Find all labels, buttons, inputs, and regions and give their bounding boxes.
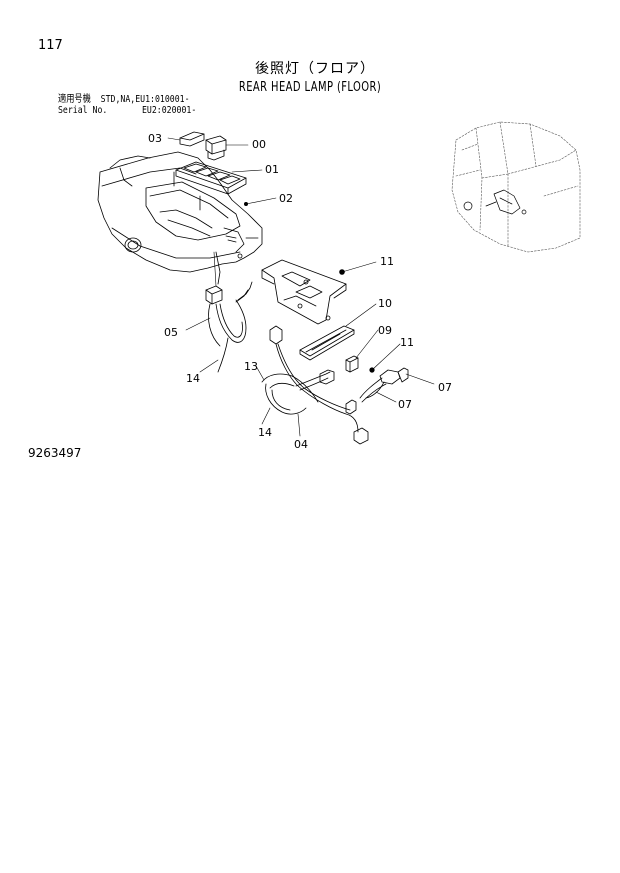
console-body bbox=[97, 151, 263, 273]
main-harness bbox=[261, 325, 409, 445]
callout-05: 05 bbox=[164, 326, 178, 339]
callout-07-right: 07 bbox=[438, 381, 452, 394]
callout-04: 04 bbox=[294, 438, 308, 451]
callout-01: 01 bbox=[265, 163, 279, 176]
applicability-line-1: STD,NA,EU1:010001- bbox=[100, 94, 190, 105]
leader-lines bbox=[167, 137, 435, 437]
page-number: 117 bbox=[38, 38, 63, 53]
switch-panel bbox=[175, 161, 247, 195]
callout-14-lower: 14 bbox=[258, 426, 272, 439]
applicability-label-en: Serial No. bbox=[58, 105, 108, 116]
cap-part bbox=[179, 131, 205, 147]
callout-00: 00 bbox=[252, 138, 266, 151]
serial-row-1: 適用号機 STD,NA,EU1:010001- bbox=[58, 94, 196, 105]
callout-09: 09 bbox=[378, 324, 392, 337]
connector-09 bbox=[345, 355, 359, 373]
applicability-label-ja: 適用号機 bbox=[58, 94, 91, 105]
serial-applicability: 適用号機 STD,NA,EU1:010001- Serial No. EU2:0… bbox=[58, 94, 227, 116]
title-english: REAR HEAD LAMP (FLOOR) bbox=[238, 80, 382, 95]
title-block: 後照灯（フロア） REAR HEAD LAMP (FLOOR) bbox=[0, 58, 620, 95]
callout-03: 03 bbox=[148, 132, 162, 145]
applicability-line-2: EU2:020001- bbox=[141, 105, 197, 116]
callout-11-lower: 11 bbox=[400, 336, 414, 349]
callout-13: 13 bbox=[244, 360, 258, 373]
callout-02: 02 bbox=[279, 192, 293, 205]
diagram-code: 9263497 bbox=[28, 446, 82, 460]
callout-11-upper: 11 bbox=[380, 255, 394, 268]
title-japanese: 後照灯（フロア） bbox=[255, 61, 375, 77]
cab-thumbnail bbox=[451, 121, 581, 253]
lamp-bar bbox=[299, 325, 355, 361]
callout-10: 10 bbox=[378, 297, 392, 310]
callout-labels: 03 00 01 02 11 10 09 11 05 14 13 07 07 1… bbox=[148, 132, 452, 451]
serial-row-2: Serial No. EU2:020001- bbox=[58, 105, 196, 116]
mounting-bracket bbox=[261, 259, 347, 325]
harness-left bbox=[205, 251, 253, 373]
callout-14-left: 14 bbox=[186, 372, 200, 385]
rocker-switch bbox=[205, 135, 227, 161]
cab-detail bbox=[463, 189, 527, 215]
callout-07-lower: 07 bbox=[398, 398, 412, 411]
